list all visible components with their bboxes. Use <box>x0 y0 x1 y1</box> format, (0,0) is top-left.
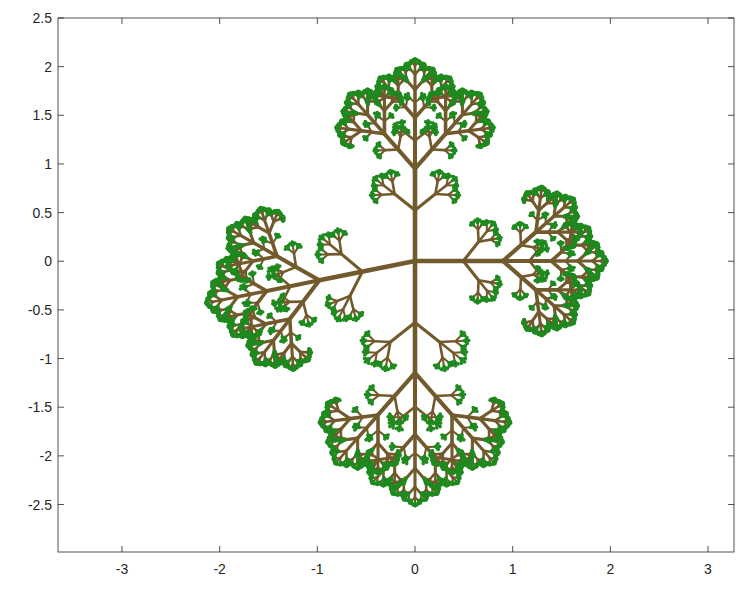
branch <box>415 323 440 342</box>
branch <box>480 411 492 419</box>
fractal-tree <box>204 57 609 508</box>
branch <box>521 275 533 277</box>
branch <box>435 395 451 396</box>
branch <box>303 302 306 315</box>
branch <box>379 395 395 396</box>
branch <box>382 194 395 195</box>
branch <box>395 396 398 411</box>
branch <box>319 261 415 280</box>
branch <box>390 323 415 342</box>
branch <box>352 131 362 137</box>
branch <box>341 254 362 272</box>
branch <box>385 149 398 150</box>
branch <box>432 149 445 150</box>
branch <box>463 242 478 261</box>
branch <box>415 194 435 210</box>
branch <box>375 341 391 342</box>
branch <box>463 261 478 280</box>
branch <box>350 296 353 309</box>
branch <box>387 453 394 454</box>
branch <box>520 233 521 245</box>
branch <box>332 411 339 412</box>
branch <box>425 447 427 455</box>
branch <box>277 256 319 280</box>
branch <box>283 267 296 272</box>
branch <box>253 256 277 261</box>
branch <box>398 137 400 150</box>
branch <box>521 245 533 247</box>
branch <box>440 341 456 342</box>
branch <box>429 137 431 150</box>
branch <box>404 447 406 455</box>
branch <box>395 194 415 210</box>
branch <box>433 396 436 411</box>
branch <box>478 230 479 242</box>
branch <box>290 319 292 343</box>
branch <box>520 277 521 289</box>
